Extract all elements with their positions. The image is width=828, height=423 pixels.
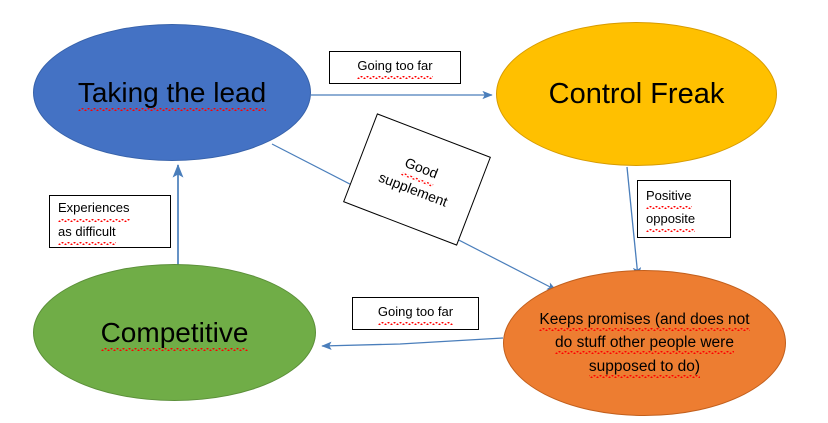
edge-label-positive-opposite[interactable]: Positive opposite	[637, 180, 731, 238]
node-taking-the-lead-label: Taking the lead	[64, 76, 280, 109]
edge-label-good-supplement[interactable]: Good supplement	[343, 113, 491, 246]
edge-label-positive-opposite-line2: opposite	[646, 209, 696, 232]
node-competitive-label: Competitive	[87, 316, 263, 349]
edge-label-experiences-as-difficult-line2: as difficult	[58, 221, 116, 245]
node-control-freak[interactable]: Control Freak	[496, 22, 777, 166]
edge-label-going-too-far-top-text: Going too far	[357, 55, 433, 79]
node-competitive[interactable]: Competitive	[33, 264, 316, 401]
node-taking-the-lead[interactable]: Taking the lead	[33, 24, 311, 161]
edge-label-experiences-as-difficult-line1: Experiences	[58, 198, 130, 221]
edge-label-experiences-as-difficult[interactable]: Experiences as difficult	[49, 195, 171, 248]
edge-label-going-too-far-bottom[interactable]: Going too far	[352, 297, 479, 330]
node-keeps-promises[interactable]: Keeps promises (and does not do stuff ot…	[503, 270, 786, 416]
edge-label-going-too-far-bottom-text: Going too far	[377, 301, 454, 325]
node-keeps-promises-label: Keeps promises (and does not do stuff ot…	[523, 308, 765, 378]
edge-label-positive-opposite-line1: Positive	[646, 185, 692, 209]
node-control-freak-label: Control Freak	[548, 77, 725, 110]
edge-keeps-to-competitive	[321, 337, 504, 350]
edge-label-going-too-far-top[interactable]: Going too far	[329, 51, 461, 84]
